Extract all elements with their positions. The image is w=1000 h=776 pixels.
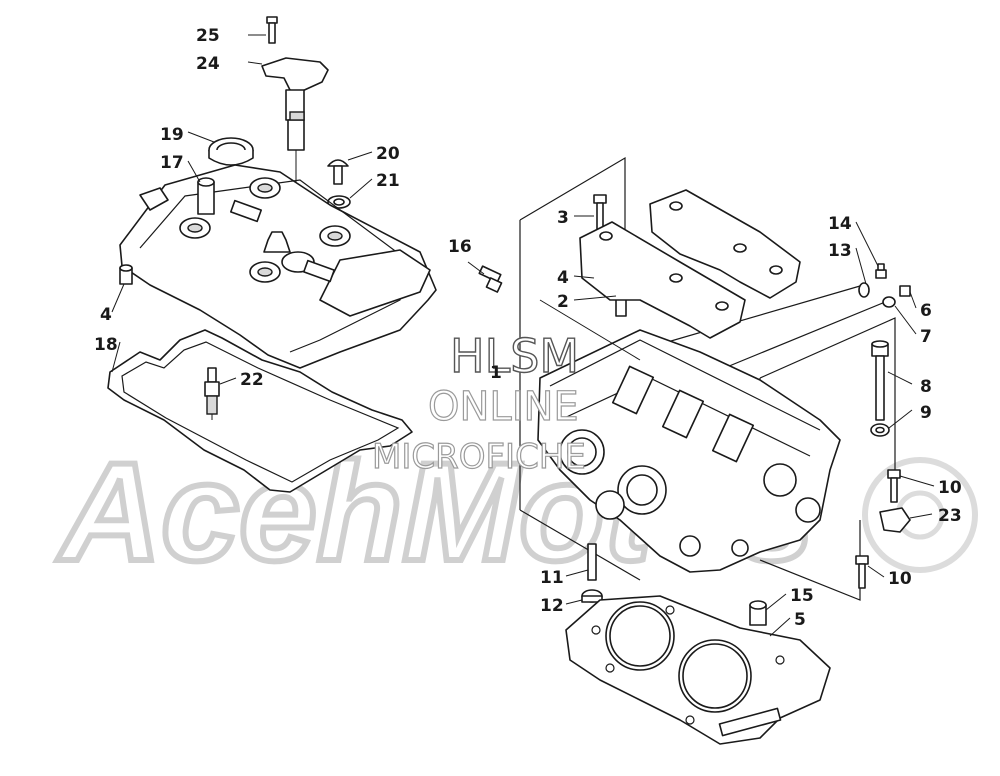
callout-4-right: 4	[557, 268, 569, 288]
part-24-sensor	[261, 57, 329, 255]
part-10-bolt-upper	[887, 469, 901, 503]
part-3-bolt	[593, 194, 607, 230]
callout-23: 23	[938, 506, 962, 526]
callout-5: 5	[794, 610, 806, 630]
part-17-valve-cover	[119, 164, 437, 369]
callout-1: 1	[490, 363, 502, 383]
part-23-bracket	[879, 507, 911, 533]
callout-13: 13	[828, 241, 852, 261]
part-10-bolt-lower	[855, 555, 869, 589]
part-7-washer	[882, 296, 896, 308]
watermark-line-3: MICROFICHE	[372, 437, 586, 477]
callout-17: 17	[160, 153, 184, 173]
callout-24: 24	[196, 54, 220, 74]
callout-21: 21	[376, 171, 400, 191]
callout-18: 18	[94, 335, 118, 355]
foreground-watermark: HLSM ONLINE MICROFICHE	[371, 328, 586, 477]
callout-25: 25	[196, 26, 220, 46]
callout-12: 12	[540, 596, 564, 616]
part-15-dowel	[749, 600, 767, 626]
callout-8: 8	[920, 377, 932, 397]
part-11-stud	[587, 543, 597, 581]
camshaft-cap-front	[579, 221, 746, 339]
callout-9: 9	[920, 403, 932, 423]
callout-4-left: 4	[100, 305, 112, 325]
part-14-washer	[858, 282, 870, 298]
callout-20: 20	[376, 144, 400, 164]
callout-3: 3	[557, 208, 569, 228]
callout-22: 22	[240, 370, 264, 390]
callout-2: 2	[557, 292, 569, 312]
callout-leader-lines	[111, 34, 935, 637]
camshaft-cap-rear	[649, 189, 801, 299]
part-8-long-bolt	[871, 340, 889, 421]
callout-6: 6	[920, 301, 932, 321]
part-12-plug	[581, 589, 603, 603]
watermark-line-1: HLSM	[450, 329, 579, 383]
part-6-fitting	[899, 285, 911, 297]
part-1-cylinder-head	[537, 299, 841, 573]
part-19-seal	[208, 137, 254, 166]
part-25-bolt	[266, 16, 278, 44]
part-13-fitting	[875, 263, 887, 279]
callout-labels: 25 24 19 17 20 21 4 18 22 16 3 4 2 1 14 …	[94, 26, 962, 630]
part-16-stud	[478, 265, 503, 293]
callout-7: 7	[920, 327, 932, 347]
callout-10-upper: 10	[938, 478, 962, 498]
part-5-head-gasket	[565, 595, 831, 745]
callout-11: 11	[540, 568, 564, 588]
callout-19: 19	[160, 125, 184, 145]
watermark-line-2: ONLINE	[428, 384, 579, 430]
part-18-gasket	[107, 329, 413, 493]
part-4-dowel-left	[119, 264, 133, 285]
callout-15: 15	[790, 586, 814, 606]
callout-14: 14	[828, 214, 852, 234]
callout-16: 16	[448, 237, 472, 257]
callout-10-lower: 10	[888, 569, 912, 589]
part-20-grommet	[327, 159, 349, 185]
part-22-spark-plug	[204, 367, 220, 420]
part-9-washer	[870, 423, 890, 437]
